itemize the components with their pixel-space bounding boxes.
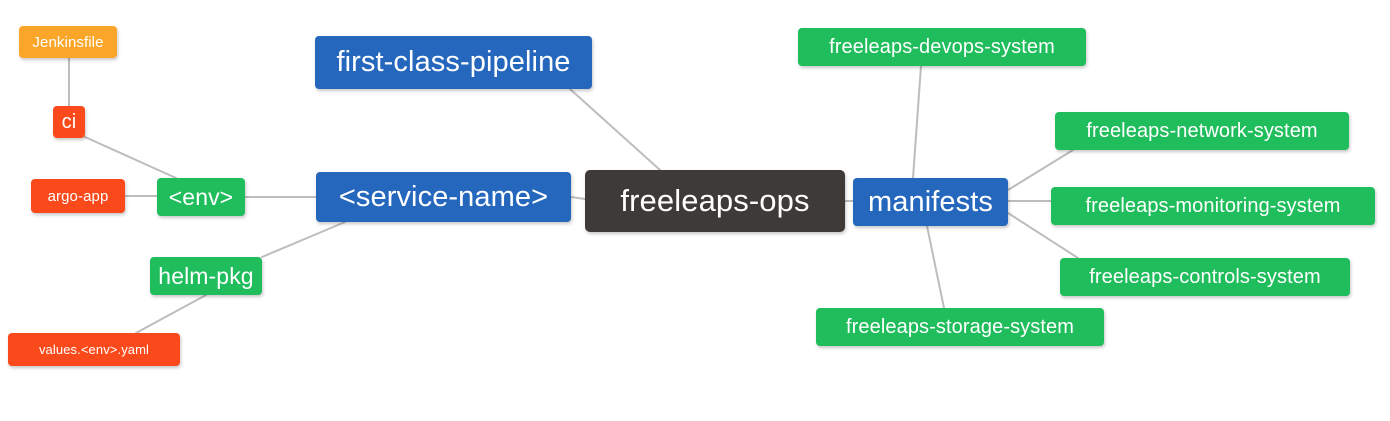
edge-ci-to-env: [84, 136, 177, 179]
edge-helm-pkg-to-service-name: [261, 221, 346, 258]
node-freeleaps-storage-system[interactable]: freeleaps-storage-system: [816, 308, 1104, 346]
node-service-name[interactable]: <service-name>: [316, 172, 571, 222]
node-label: <env>: [168, 183, 234, 210]
node-first-class-pipeline[interactable]: first-class-pipeline: [315, 36, 592, 89]
node-env[interactable]: <env>: [157, 178, 245, 216]
node-label: freeleaps-monitoring-system: [1085, 194, 1341, 217]
node-freeleaps-network-system[interactable]: freeleaps-network-system: [1055, 112, 1349, 150]
node-label: freeleaps-devops-system: [829, 35, 1055, 58]
edge-values-env-yaml-to-helm-pkg: [135, 294, 207, 334]
node-label: freeleaps-network-system: [1086, 119, 1318, 142]
node-helm-pkg[interactable]: helm-pkg: [150, 257, 262, 295]
node-label: values.<env>.yaml: [38, 342, 150, 357]
node-label: Jenkinsfile: [32, 33, 104, 51]
node-label: first-class-pipeline: [336, 46, 571, 78]
node-freeleaps-devops-system[interactable]: freeleaps-devops-system: [798, 28, 1086, 66]
node-label: <service-name>: [338, 180, 549, 213]
node-jenkinsfile[interactable]: Jenkinsfile: [19, 26, 117, 58]
edge-freeleaps-storage-system-to-manifests: [926, 225, 945, 309]
edge-first-class-pipeline-to-root: [569, 88, 661, 171]
node-freeleaps-controls-system[interactable]: freeleaps-controls-system: [1060, 258, 1350, 296]
node-values-env-yaml[interactable]: values.<env>.yaml: [8, 333, 180, 366]
edge-freeleaps-network-system-to-manifests: [1007, 149, 1074, 191]
node-label: freeleaps-ops: [620, 183, 810, 218]
node-label: argo-app: [47, 187, 109, 205]
node-label: freeleaps-controls-system: [1089, 265, 1321, 288]
node-label: ci: [61, 110, 77, 133]
node-ci[interactable]: ci: [53, 106, 85, 138]
node-freeleaps-monitoring-system[interactable]: freeleaps-monitoring-system: [1051, 187, 1375, 225]
node-label: freeleaps-storage-system: [845, 315, 1075, 338]
node-manifests[interactable]: manifests: [853, 178, 1008, 226]
edge-service-name-to-root: [570, 196, 586, 200]
node-root[interactable]: freeleaps-ops: [585, 170, 845, 232]
node-argo-app[interactable]: argo-app: [31, 179, 125, 213]
edge-freeleaps-devops-system-to-manifests: [912, 65, 922, 179]
node-label: manifests: [868, 185, 993, 218]
node-label: helm-pkg: [158, 262, 254, 289]
